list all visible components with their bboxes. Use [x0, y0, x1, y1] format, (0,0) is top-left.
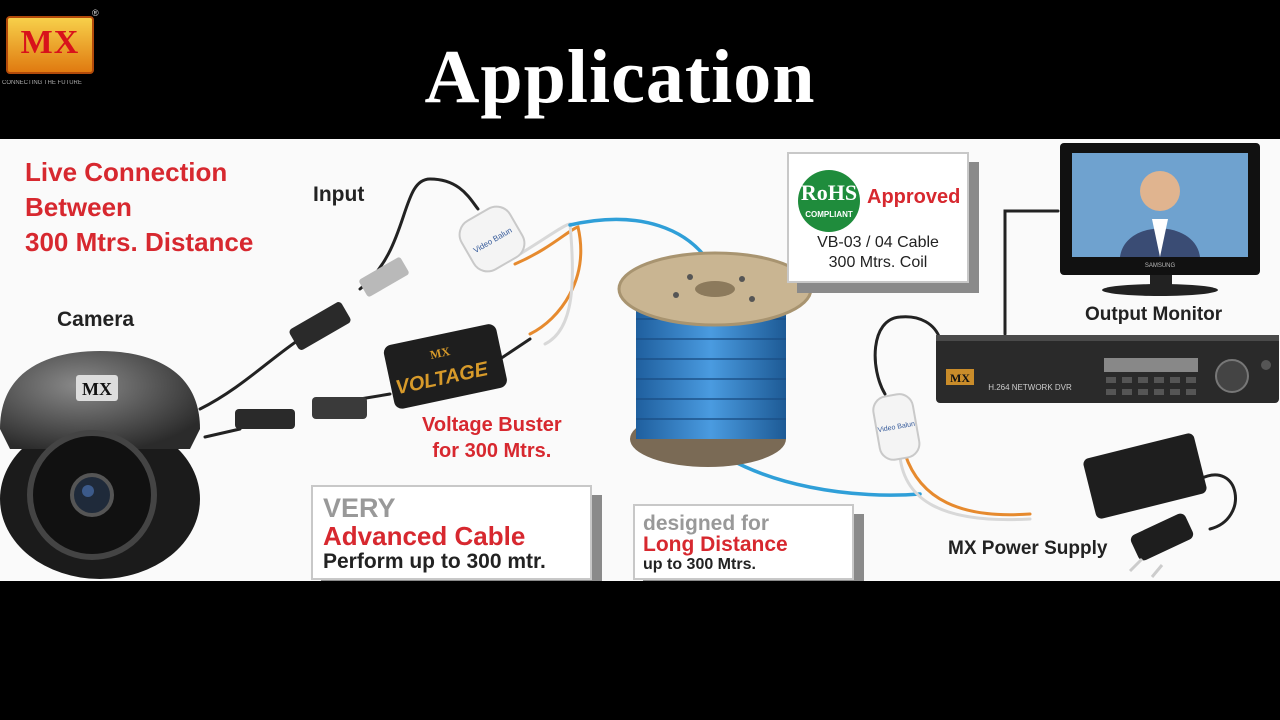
distance-line-3: up to 300 Mtrs.: [643, 556, 756, 573]
video-balun-icon: Video Balun: [458, 205, 526, 273]
wires: [198, 177, 1237, 531]
distance-line-1: designed for: [643, 512, 770, 535]
bnc-connector-icon: [289, 257, 409, 350]
dvr-icon: MX H.264 NETWORK DVR: [936, 335, 1279, 403]
monitor-cable: [1003, 209, 1060, 336]
long-distance-box: designed for Long Distance up to 300 Mtr…: [633, 504, 854, 580]
rohs-approval-box: RoHS COMPLIANT Approved VB-03 / 04 Cable…: [787, 152, 969, 283]
dome-camera-icon: MX: [0, 351, 200, 579]
coil-length-text: 300 Mtrs. Coil: [828, 254, 928, 271]
psu-cord: [1198, 473, 1237, 531]
distance-line-2: Long Distance: [643, 533, 788, 556]
advanced-line-1: VERY: [323, 493, 396, 523]
monitor-brand-text: SAMSUNG: [1145, 263, 1176, 269]
balun2-orange-wire: [903, 452, 1032, 517]
logo-tagline: CONNECTING THE FUTURE: [2, 80, 82, 86]
output-monitor-label: Output Monitor: [1085, 304, 1223, 325]
dc-connector-icon: [235, 397, 367, 429]
camera-label: Camera: [57, 308, 135, 331]
power-supply-label: MX Power Supply: [948, 538, 1108, 559]
live-connection-text: Live Connection Between 300 Mtrs. Distan…: [25, 155, 253, 260]
advanced-cable-box: VERY Advanced Cable Perform up to 300 mt…: [311, 485, 592, 580]
bnc-wire: [358, 177, 480, 291]
voltage-brand-text: MX: [429, 344, 452, 362]
input-label: Input: [313, 183, 365, 206]
dvr-text: H.264 NETWORK DVR: [988, 383, 1072, 392]
video-balun-2-icon: Video Balun: [872, 393, 921, 461]
rohs-badge-title: RoHS: [800, 180, 858, 205]
page-title: Application: [424, 35, 816, 119]
camera-power-wire: [203, 427, 242, 439]
live-line-3: 300 Mtrs. Distance: [25, 227, 254, 257]
footer-bar: [0, 581, 1280, 720]
rohs-badge-sub: COMPLIANT: [805, 210, 853, 219]
dvr-brand-text: MX: [950, 371, 970, 385]
cable-spool-icon: [617, 251, 813, 467]
voltage-buster-label: Voltage Buster for 300 Mtrs.: [422, 412, 562, 464]
voltage-buster-icon: VOLTAGE MX: [383, 324, 507, 409]
cable-model-text: VB-03 / 04 Cable: [817, 234, 939, 251]
live-line-2: Between: [25, 192, 132, 222]
monitor-icon: SAMSUNG: [1060, 143, 1260, 296]
rohs-badge-icon: RoHS COMPLIANT: [798, 170, 860, 232]
balun-orange-wire: [513, 225, 583, 336]
connection-diagram: MX VOLTAGE MX Video Balun Video: [0, 143, 1279, 579]
power-supply-icon: [1083, 433, 1207, 578]
balun-white-wire: [513, 222, 574, 346]
advanced-line-3: Perform up to 300 mtr.: [323, 550, 546, 573]
balun2-white-wire: [898, 455, 1032, 522]
camera-video-wire: [198, 337, 302, 411]
approved-text: Approved: [867, 186, 961, 208]
voltage-line-1: Voltage Buster: [422, 414, 562, 436]
advanced-line-2: Advanced Cable: [323, 521, 526, 551]
live-line-1: Live Connection: [25, 157, 228, 187]
voltage-line-2: for 300 Mtrs.: [432, 440, 552, 462]
mx-logo: MX: [6, 16, 94, 74]
logo-trademark: ®: [92, 8, 99, 18]
logo-text: MX: [20, 24, 80, 61]
header-bar: MX ® CONNECTING THE FUTURE Application: [0, 0, 1280, 139]
balun2-top-wire: [873, 315, 942, 396]
camera-brand-text: MX: [82, 379, 112, 399]
